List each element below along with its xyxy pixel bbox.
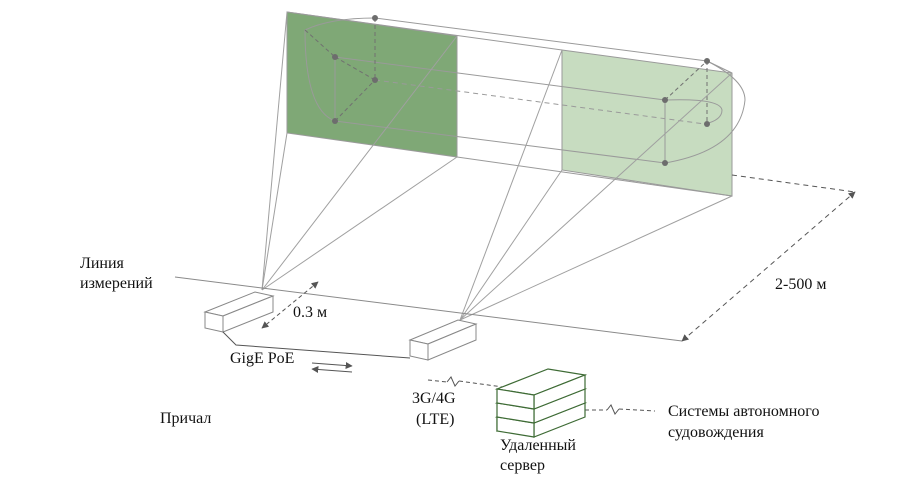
range-dimension — [681, 191, 856, 342]
offset-dimension — [261, 281, 319, 329]
label-server-2: сервер — [500, 457, 545, 474]
server-stack — [494, 368, 588, 438]
label-server-1: Удаленный — [500, 437, 576, 454]
camera-right — [408, 319, 478, 361]
measurement-nodes — [332, 15, 710, 166]
label-offset: 0.3 м — [293, 304, 327, 321]
label-cellular-2: (LTE) — [416, 411, 455, 428]
measurement-volume — [286, 11, 746, 197]
label-gige: GigE PoE — [230, 350, 294, 367]
label-systems-2: судовождения — [668, 424, 764, 441]
fov-panel-left — [286, 11, 458, 158]
label-cellular-1: 3G/4G — [412, 390, 456, 407]
camera-left — [203, 291, 275, 333]
range-extension — [731, 174, 856, 193]
wireless-link — [427, 376, 511, 389]
label-measurement-line-1: Линия — [80, 255, 125, 272]
measurement-line — [174, 276, 683, 342]
gige-arrows — [311, 362, 353, 373]
label-berth: Причал — [160, 410, 211, 427]
systems-link — [585, 404, 656, 415]
gige-cable — [222, 331, 411, 359]
box-right — [664, 60, 708, 124]
label-systems-1: Системы автономного — [668, 403, 819, 420]
label-measurement-line-2: измерений — [80, 275, 153, 292]
camera-left-rays — [261, 11, 458, 291]
label-range: 2-500 м — [775, 276, 826, 293]
box-left — [304, 18, 376, 122]
